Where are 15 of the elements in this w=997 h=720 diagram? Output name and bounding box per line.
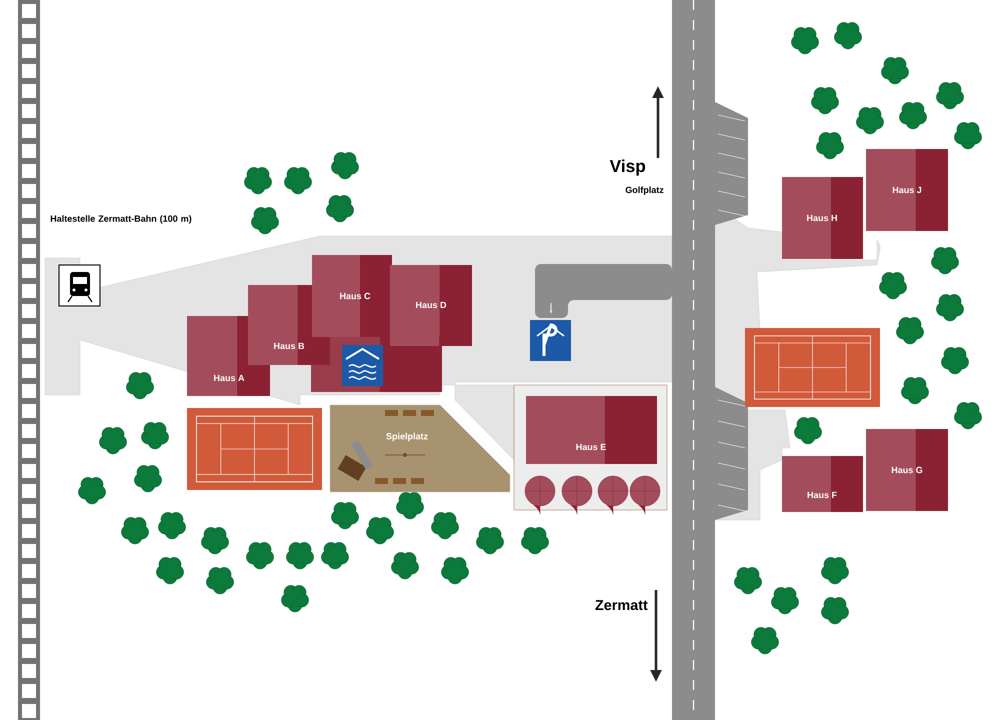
- direction-label: Golfplatz: [626, 186, 664, 195]
- house-roof: Haus D: [390, 265, 472, 346]
- house-roof: Haus J: [866, 149, 948, 231]
- house-roof: Haus G: [866, 429, 948, 511]
- node-label: Haus C: [340, 292, 370, 300]
- node-label: Haus A: [214, 374, 244, 382]
- direction-label: Visp: [610, 159, 646, 176]
- node-label: Haus B: [274, 342, 304, 350]
- direction-label: Zermatt: [595, 600, 648, 610]
- playground: Spielplatz: [330, 404, 510, 492]
- house-roof: Haus C: [312, 255, 392, 337]
- house-roof: Haus E: [526, 396, 657, 464]
- house-roof: Haus F: [782, 456, 863, 512]
- house-roof: Haus H: [782, 177, 863, 259]
- station-label: Haltestelle Zermatt-Bahn (100 m): [50, 215, 192, 224]
